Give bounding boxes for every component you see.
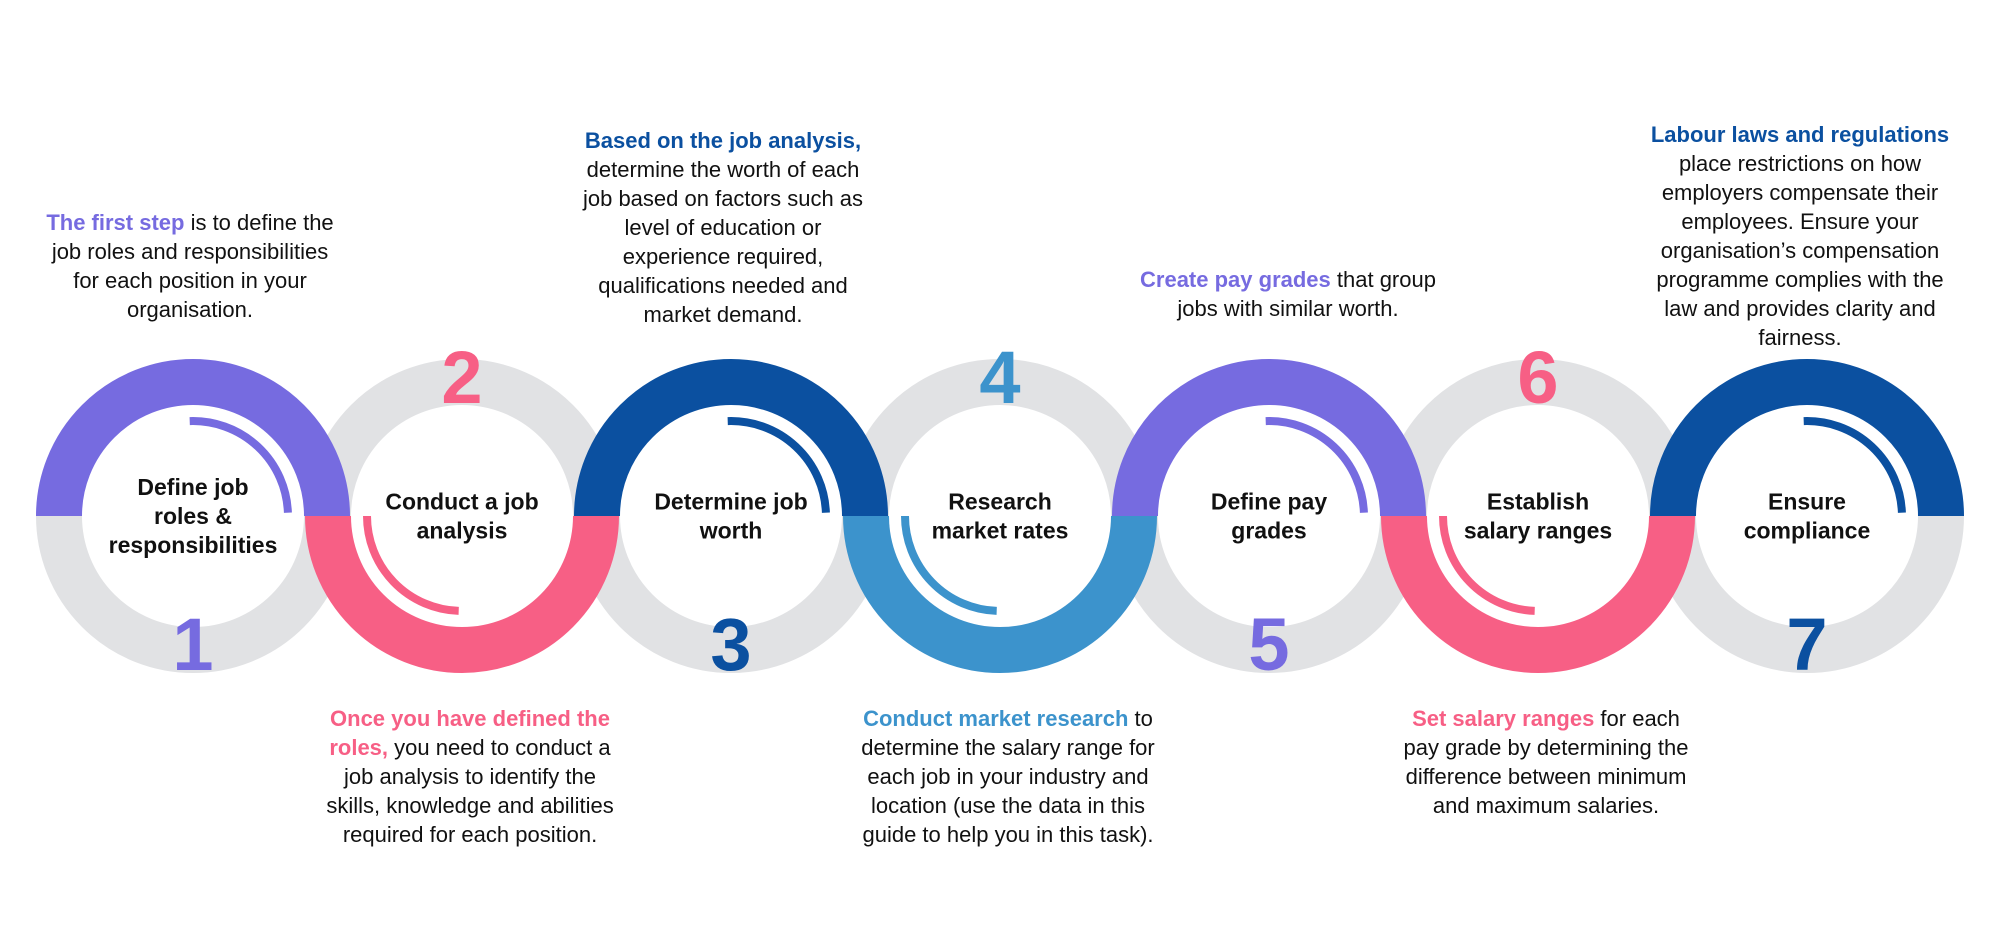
step-1-ring-colored-half — [36, 359, 350, 517]
step-2-title: Conduct a job analysis — [385, 489, 538, 544]
step-4-text: to determine the salary range for each j… — [861, 706, 1155, 847]
step-4-ring-colored-half — [843, 515, 1157, 673]
step-6-title: Establish salary ranges — [1464, 489, 1612, 544]
step-4-title-line: market rates — [932, 518, 1069, 544]
step-2-description: Once you have defined the roles, you nee… — [320, 704, 620, 849]
step-7-description: Labour laws and regulations place restri… — [1640, 120, 1960, 352]
step-3-title: Determine job worth — [654, 489, 807, 544]
step-3-ring-colored-half — [574, 359, 888, 517]
step-7-number: 7 — [1786, 603, 1827, 686]
step-5-number: 5 — [1248, 603, 1289, 686]
step-6-description: Set salary ranges for each pay grade by … — [1396, 704, 1696, 820]
step-2-number: 2 — [441, 336, 482, 419]
step-3-highlight: Based on the job analysis, — [584, 128, 862, 153]
step-4-highlight: Conduct market research — [863, 706, 1129, 731]
step-1-ring-gray-half — [36, 515, 350, 673]
step-5-accent-arc — [1265, 417, 1368, 513]
step-4-accent-arc — [901, 515, 997, 615]
step-1-description: The first step is to define the job role… — [40, 208, 340, 324]
step-7-text: place restrictions on how employers comp… — [1656, 151, 1944, 350]
step-3-text: determine the worth of each job based on… — [582, 157, 864, 327]
step-2-title-line: analysis — [417, 518, 508, 544]
step-4-description: Conduct market research to determine the… — [858, 704, 1158, 849]
step-5-title-line: Define pay — [1211, 489, 1328, 515]
step-2-ring-colored-half — [305, 515, 619, 673]
step-5-title: Define pay grades — [1211, 489, 1328, 544]
step-1-title-line: responsibilities — [109, 532, 278, 558]
step-4-title: Research market rates — [932, 489, 1069, 544]
step-3-title-line: Determine job — [654, 489, 807, 515]
step-5-ring-colored-half — [1112, 359, 1426, 517]
step-6-title-line: salary ranges — [1464, 518, 1612, 544]
step-4-number: 4 — [979, 336, 1020, 419]
step-6-title-line: Establish — [1487, 489, 1589, 515]
step-5-description: Create pay grades that group jobs with s… — [1138, 265, 1438, 323]
step-7-title-line: compliance — [1744, 518, 1871, 544]
step-2-highlight: Once you have defined the roles, — [329, 706, 610, 760]
step-1-title: Define job roles & responsibilities — [109, 474, 278, 558]
step-1-number: 1 — [172, 603, 213, 686]
step-6-accent-arc — [1439, 515, 1535, 615]
step-6-number: 6 — [1517, 336, 1558, 419]
step-2-ring-gray-half — [305, 359, 619, 517]
step-6-ring-gray-half — [1381, 359, 1695, 517]
step-1-title-line: roles & — [154, 503, 232, 529]
step-4-title-line: Research — [948, 489, 1052, 515]
step-3-ring-gray-half — [574, 515, 888, 673]
step-5-highlight: Create pay grades — [1140, 267, 1331, 292]
step-6-text: for each pay grade by determining the di… — [1403, 706, 1689, 818]
step-7-ring-gray-half — [1650, 515, 1964, 673]
step-1-accent-arc — [189, 417, 292, 513]
step-3-accent-arc — [727, 417, 830, 513]
step-5-text: that group jobs with similar worth. — [1177, 267, 1436, 321]
step-5-title-line: grades — [1231, 518, 1306, 544]
step-1-highlight: The first step — [46, 210, 185, 235]
step-4-ring-gray-half — [843, 359, 1157, 517]
step-2-accent-arc — [363, 515, 459, 615]
step-5-ring-gray-half — [1112, 515, 1426, 673]
step-7-title: Ensure compliance — [1744, 489, 1871, 544]
step-7-ring-colored-half — [1650, 359, 1964, 517]
step-1-text: is to define the job roles and responsib… — [51, 210, 334, 322]
step-1-title-line: Define job — [137, 474, 248, 500]
step-2-title-line: Conduct a job — [385, 489, 538, 515]
step-3-title-line: worth — [699, 518, 763, 544]
step-2-text: you need to conduct a job analysis to id… — [326, 735, 614, 847]
step-7-highlight: Labour laws and regulations — [1650, 122, 1950, 147]
step-7-title-line: Ensure — [1768, 489, 1846, 515]
step-6-highlight: Set salary ranges — [1412, 706, 1595, 731]
step-6-ring-colored-half — [1381, 515, 1695, 673]
step-3-description: Based on the job analysis, determine the… — [573, 126, 873, 329]
step-3-number: 3 — [710, 603, 751, 686]
step-7-accent-arc — [1803, 417, 1906, 513]
